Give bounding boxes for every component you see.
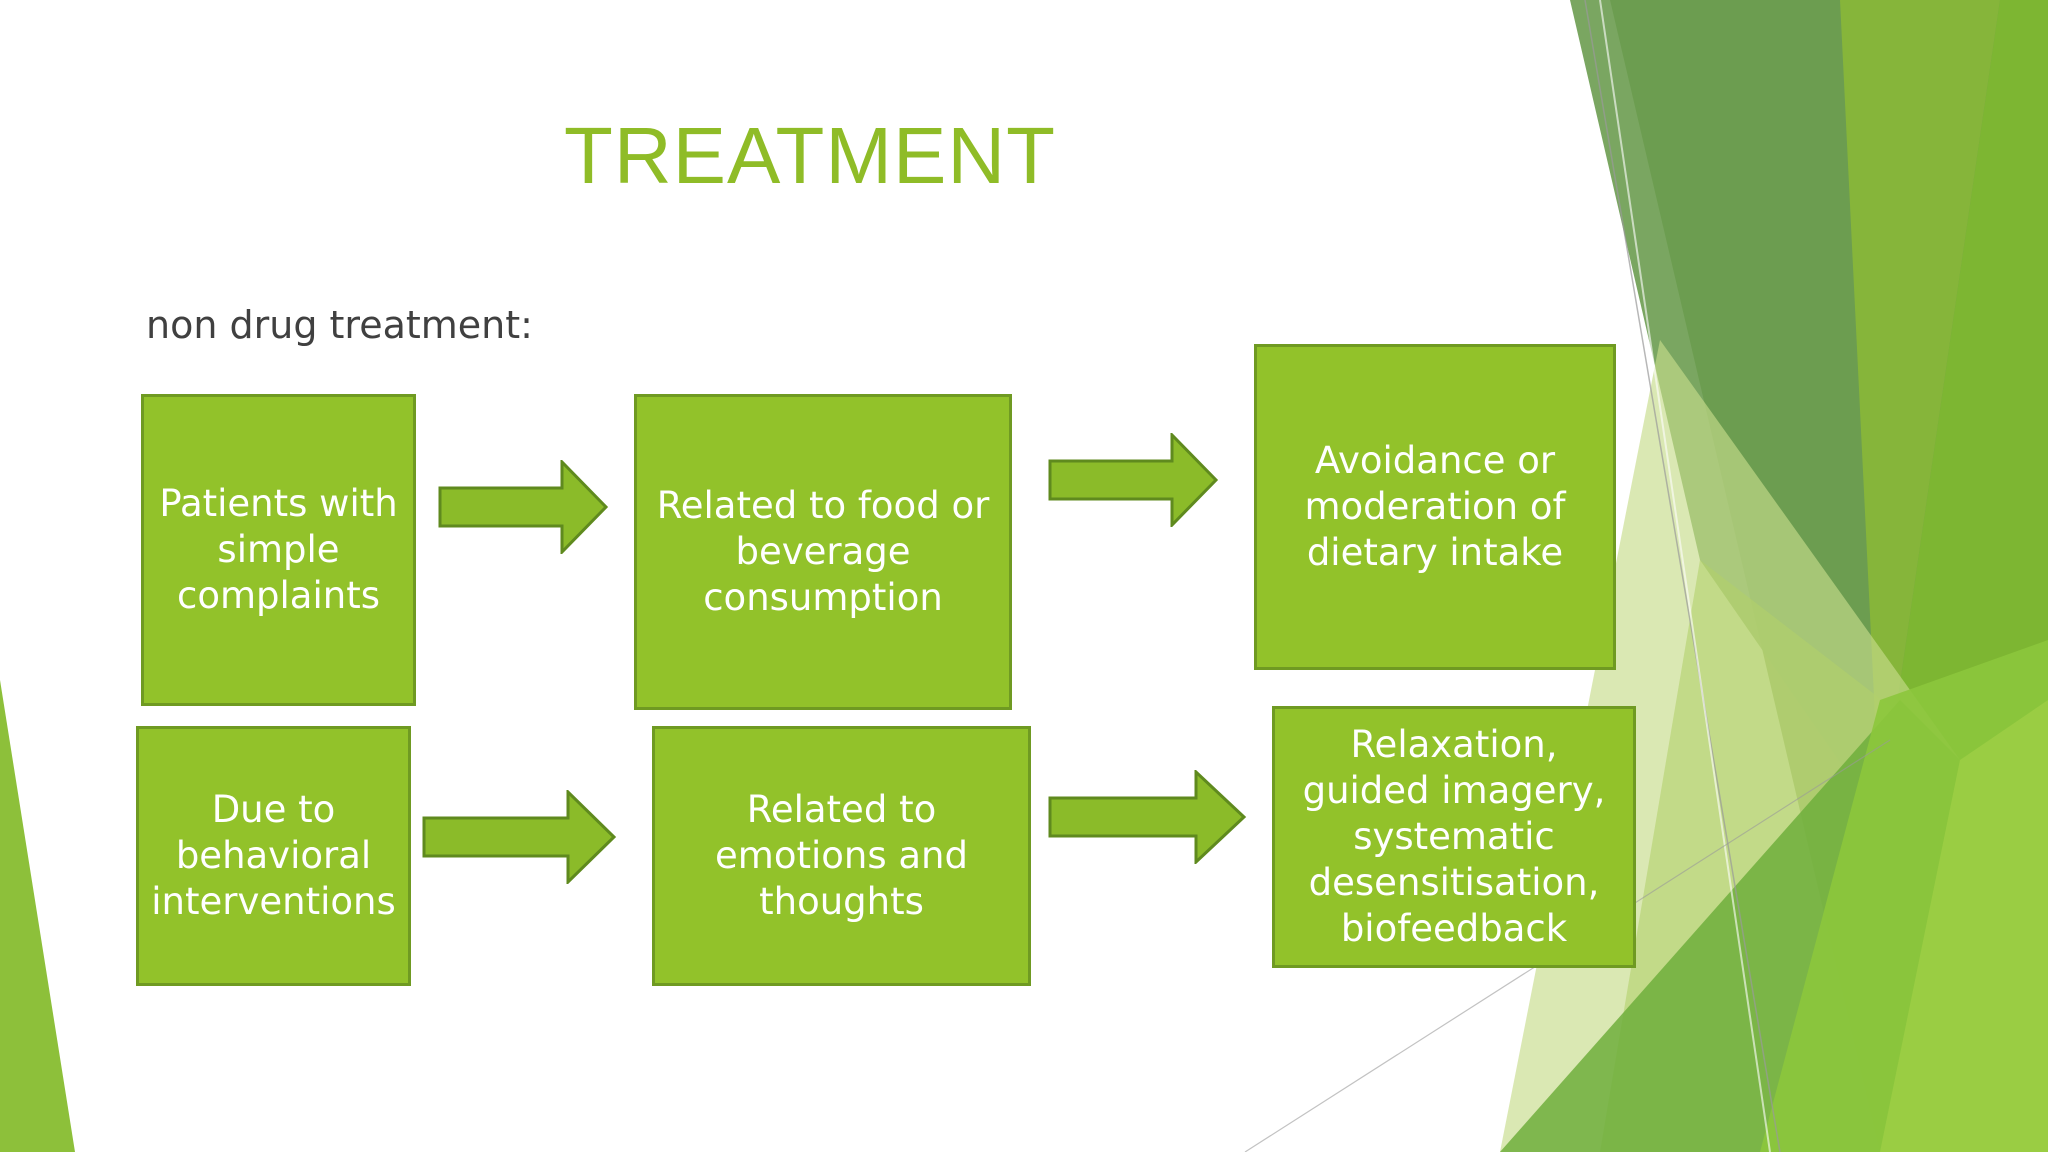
arrow-right-icon (438, 460, 609, 554)
flow-box-food-beverage: Related to food or beverage consumption (634, 394, 1012, 710)
box-label: Related to emotions and thoughts (715, 788, 968, 923)
box-label: Related to food or beverage consumption (656, 484, 990, 619)
arrow-right-icon (1048, 770, 1247, 864)
slide-title: TREATMENT (564, 111, 1056, 200)
slide-subtitle: non drug treatment: (146, 303, 533, 347)
box-label: Avoidance or moderation of dietary intak… (1304, 439, 1566, 574)
arrow-right-icon (422, 790, 617, 884)
arrow-right-icon (1048, 433, 1219, 527)
flow-box-avoidance-dietary: Avoidance or moderation of dietary intak… (1254, 344, 1616, 670)
box-label: Patients with simple complaints (159, 482, 398, 617)
flow-box-behavioral-interventions: Due to behavioral interventions (136, 726, 411, 986)
flow-box-patients-simple-complaints: Patients with simple complaints (141, 394, 416, 706)
flow-box-relaxation-techniques: Relaxation, guided imagery, systematic d… (1272, 706, 1636, 968)
box-label: Relaxation, guided imagery, systematic d… (1302, 723, 1606, 950)
flow-box-emotions-thoughts: Related to emotions and thoughts (652, 726, 1031, 986)
box-label: Due to behavioral interventions (151, 788, 396, 923)
